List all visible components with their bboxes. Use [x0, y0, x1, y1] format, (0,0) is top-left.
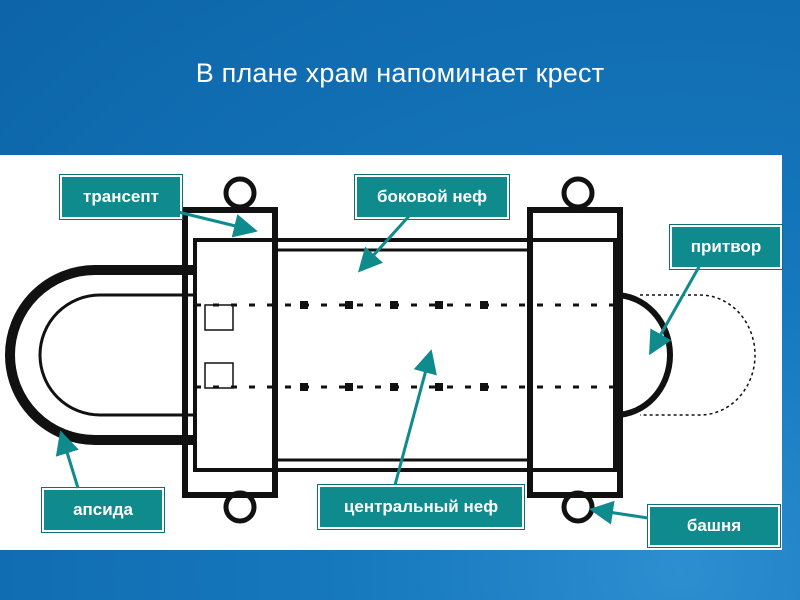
west-transept-block: [182, 207, 278, 498]
east-transept-block: [527, 207, 623, 498]
tower-ne: [561, 176, 595, 210]
tower-sw: [223, 490, 257, 524]
label-side-nave: боковой неф: [355, 175, 509, 219]
label-narthex: притвор: [670, 225, 782, 269]
slide-title: В плане храм напоминает крест: [195, 58, 605, 88]
nave-outline: [193, 238, 617, 472]
narthex-wall: [614, 292, 673, 418]
narthex-dashed: [640, 294, 756, 416]
label-tower: башня: [648, 505, 780, 547]
label-central-nave: центральный неф: [318, 485, 524, 529]
label-transept: трансепт: [60, 175, 182, 219]
apse-inner-wall: [38, 293, 195, 417]
label-apse: апсида: [42, 488, 164, 532]
tower-nw: [223, 176, 257, 210]
